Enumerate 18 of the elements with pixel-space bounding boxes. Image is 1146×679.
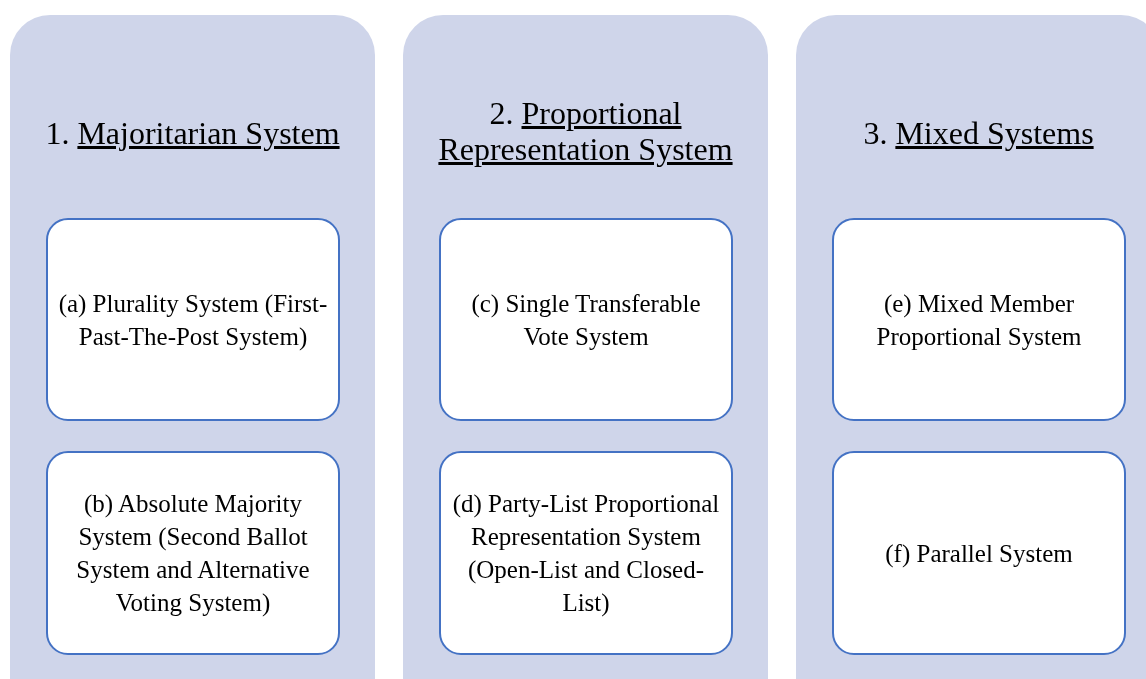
- system-box: [832, 451, 1126, 655]
- category-panel: [403, 15, 768, 679]
- system-label: (d) Party-List Proportional Representation System (Open-List and Closed-List): [451, 489, 721, 619]
- system-box: [46, 218, 340, 421]
- system-label: (a) Plurality System (First-Past-The-Post System): [57, 288, 329, 352]
- category-heading: 3. Mixed Systems: [862, 115, 1095, 151]
- category-heading: 2. Proportional Representation System: [437, 95, 734, 167]
- system-box: [439, 218, 733, 421]
- category-panel: [10, 15, 375, 679]
- system-label: (f) Parallel System: [884, 538, 1074, 570]
- system-label: (b) Absolute Majority System (Second Ballot System and Alternative Voting System): [75, 489, 311, 618]
- category-panel: [796, 15, 1146, 679]
- system-box: [46, 451, 340, 655]
- system-box: [439, 451, 733, 655]
- system-box: [832, 218, 1126, 421]
- category-heading: 1. Majoritarian System: [44, 115, 341, 151]
- system-label: (c) Single Transferable Vote System: [470, 288, 702, 352]
- system-label: (e) Mixed Member Proportional System: [875, 288, 1083, 352]
